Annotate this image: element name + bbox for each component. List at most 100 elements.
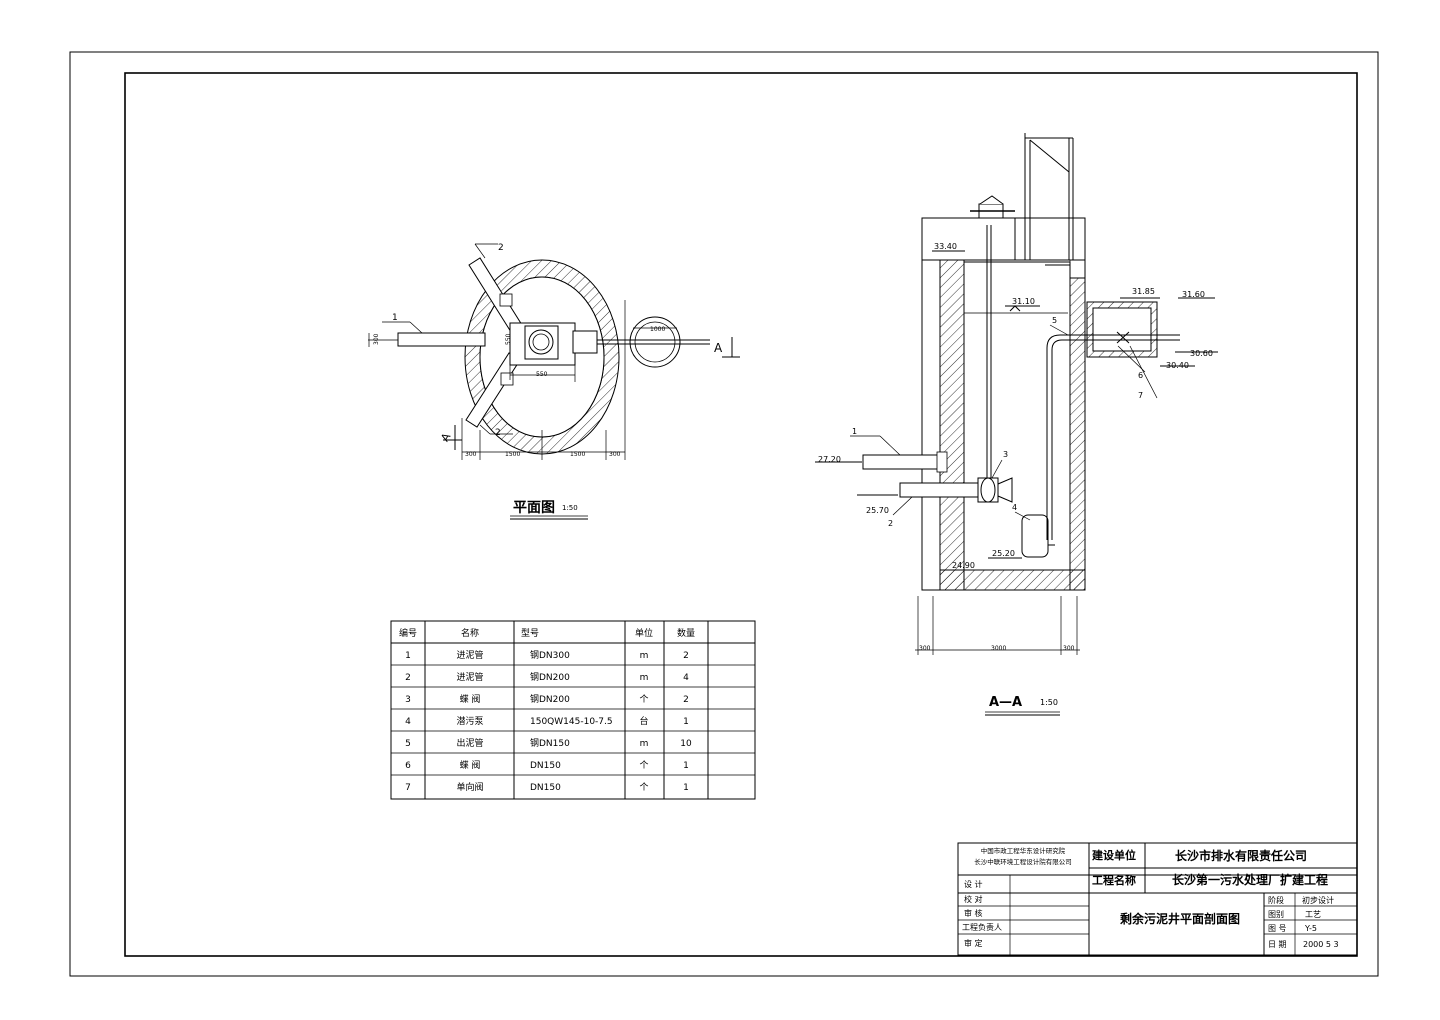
section-title: A—A: [989, 695, 1022, 710]
client-label: 建设单位: [1092, 848, 1136, 862]
table-row-qty: 4: [683, 673, 689, 683]
table-row-name: 蝶 阀: [460, 759, 481, 771]
number-label: 图 号: [1268, 924, 1287, 933]
table-row-qty: 2: [683, 695, 689, 705]
section-callout-5: 5: [1052, 316, 1057, 325]
dim-box-bottom: 550: [536, 371, 548, 378]
table-row-unit: 个: [639, 694, 648, 705]
elev-water: 31.10: [1012, 297, 1035, 306]
stage-label: 阶段: [1268, 895, 1284, 905]
table-row-qty: 1: [683, 783, 689, 793]
table-row-unit: 个: [639, 782, 648, 793]
plan-title: 平面图: [513, 500, 555, 516]
project-label: 工程名称: [1092, 873, 1136, 887]
section-callout-4: 4: [1012, 503, 1017, 512]
dim-bottom-2: 1500: [570, 451, 585, 458]
plan-view: [368, 243, 740, 460]
category-value: 工艺: [1305, 910, 1321, 919]
plan-callout-2-bottom: 2: [495, 428, 501, 438]
elev-right-top: 31.60: [1182, 290, 1205, 299]
stage-value: 初步设计: [1302, 895, 1334, 905]
role-design: 设 计: [964, 879, 983, 889]
designer-org-1: 中国市政工程华东设计研究院: [981, 846, 1066, 855]
table-row-no: 2: [405, 673, 411, 683]
table-row-unit: m: [640, 651, 649, 661]
section-scale: 1:50: [1040, 698, 1058, 707]
table-header-cell: 型号: [521, 628, 539, 639]
role-lead: 工程负责人: [962, 922, 1002, 932]
section-callout-2: 2: [888, 519, 893, 528]
section-mark-right: A: [714, 341, 723, 355]
elev-right-low: 30.40: [1166, 361, 1189, 370]
table-row-no: 6: [405, 761, 411, 771]
section-view: [815, 133, 1218, 655]
table-row-no: 1: [405, 651, 411, 661]
table-row-model: DN150: [530, 761, 561, 771]
table-row-unit: 台: [639, 715, 648, 727]
section-callout-6: 6: [1138, 371, 1143, 380]
table-row-model: 钢DN150: [530, 737, 570, 749]
number-value: Y-5: [1304, 924, 1317, 933]
elev-floor: 25.20: [992, 549, 1015, 558]
dim-pipe-width: 300: [373, 333, 380, 345]
table-row-no: 4: [405, 717, 411, 727]
table-row-name: 潜污泵: [456, 715, 483, 727]
table-row-name: 进泥管: [456, 671, 483, 683]
elev-right-mid: 30.60: [1190, 349, 1213, 358]
table-header-cell: 编号: [399, 627, 417, 639]
drawing-title: 剩余污泥井平面剖面图: [1120, 911, 1240, 926]
table-row-name: 进泥管: [456, 649, 483, 661]
table-row-qty: 1: [683, 717, 689, 727]
table-row-model: 150QW145-10-7.5: [530, 717, 613, 727]
title-block: [957, 842, 1358, 956]
elev-inlet: 27.20: [818, 455, 841, 464]
elev-pipe2: 25.70: [866, 506, 889, 515]
table-header-cell: 单位: [635, 627, 653, 639]
section-callout-7: 7: [1138, 391, 1143, 400]
plan-callout-2-top: 2: [498, 243, 504, 253]
inner-frame: [124, 72, 1358, 957]
table-row-name: 单向阀: [456, 781, 483, 793]
table-row-model: DN150: [530, 783, 561, 793]
project-name: 长沙第一污水处理厂扩建工程: [1172, 872, 1328, 887]
section-callout-1: 1: [852, 427, 857, 436]
section-dim-2: 300: [1063, 645, 1075, 652]
table-header-cell: 数量: [677, 627, 695, 639]
date-value: 2000 5 3: [1303, 940, 1339, 949]
dim-bottom-3: 300: [609, 451, 621, 458]
table-row-unit: 个: [639, 760, 648, 771]
section-dim-1: 3000: [991, 645, 1006, 652]
parts-table: [390, 620, 756, 800]
plan-callout-1: 1: [392, 313, 398, 323]
table-row-model: 钢DN300: [530, 649, 570, 661]
table-row-model: 钢DN200: [530, 671, 570, 683]
title-block-text: 中国市政工程华东设计研究院 长沙中联环境工程设计院有限公司 建设单位 长沙市排水…: [962, 846, 1339, 949]
dim-bottom-0: 300: [465, 451, 477, 458]
category-label: 图别: [1268, 910, 1284, 919]
plan-scale: 1:50: [562, 504, 578, 512]
elev-top: 33.40: [934, 242, 957, 251]
table-row-name: 蝶 阀: [460, 693, 481, 705]
plan-labels: 1 2 2 300 550 550 1000 300 1500 1500 300…: [373, 243, 723, 520]
role-approve: 审 定: [964, 938, 983, 948]
elev-box-top: 31.85: [1132, 287, 1155, 296]
table-row-name: 出泥管: [456, 737, 483, 749]
dim-box-side: 550: [505, 333, 512, 345]
role-review: 审 核: [964, 908, 983, 918]
client-name: 长沙市排水有限责任公司: [1175, 848, 1307, 863]
designer-org-2: 长沙中联环境工程设计院有限公司: [974, 857, 1072, 866]
dim-bottom-1: 1500: [505, 451, 520, 458]
elev-bottom: 24.90: [952, 561, 975, 570]
table-header-cell: 名称: [461, 627, 479, 639]
outer-frame: [69, 51, 1379, 977]
section-callout-3: 3: [1003, 450, 1008, 459]
date-label: 日 期: [1268, 940, 1287, 949]
section-dim-0: 300: [919, 645, 931, 652]
table-row-qty: 10: [680, 739, 692, 749]
table-row-model: 钢DN200: [530, 693, 570, 705]
table-row-unit: m: [640, 673, 649, 683]
table-row-no: 3: [405, 695, 411, 705]
role-check: 校 对: [964, 894, 983, 904]
